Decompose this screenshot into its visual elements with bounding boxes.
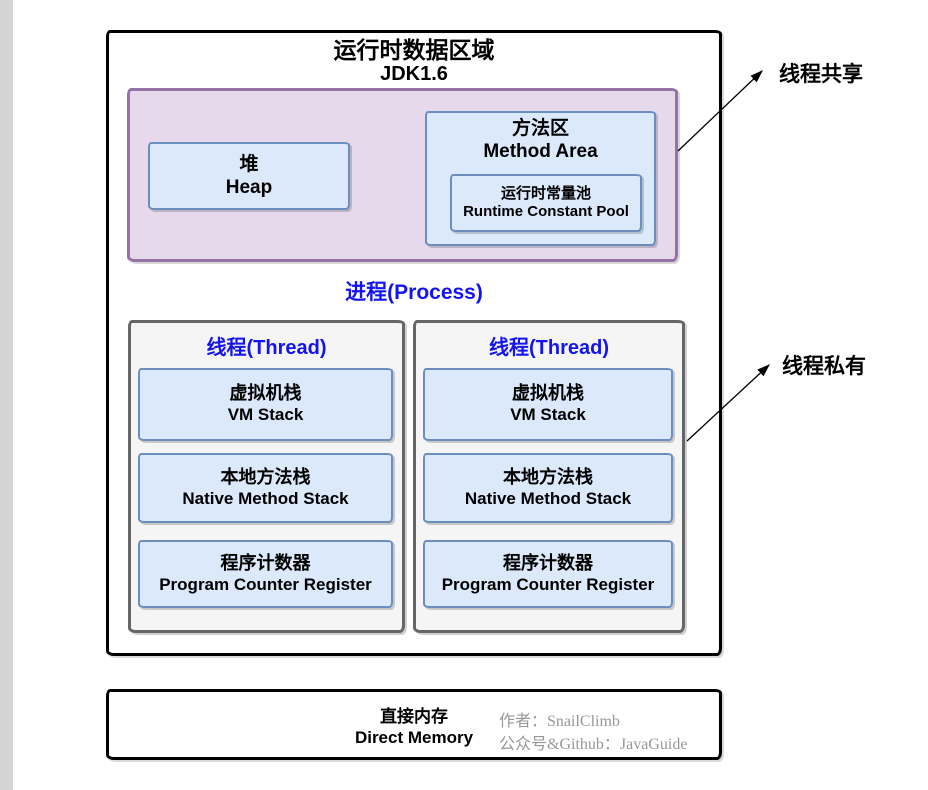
program-counter-label-en: Program Counter Register xyxy=(441,574,655,594)
thread-2-vm-stack-box: 虚拟机栈 VM Stack xyxy=(423,368,673,441)
native-method-stack-label-en: Native Method Stack xyxy=(464,488,632,508)
title-line1: 运行时数据区域 xyxy=(333,37,495,63)
watermark-author: 作者：SnailClimb xyxy=(499,713,620,730)
thread-1-program-counter-box: 程序计数器 Program Counter Register xyxy=(138,540,393,608)
thread-shared-label: 线程共享 xyxy=(779,63,863,86)
rcp-label-zh: 运行时常量池 xyxy=(500,184,591,202)
native-method-stack-label-zh: 本地方法栈 xyxy=(503,466,593,487)
thread-2-native-method-stack-box: 本地方法栈 Native Method Stack xyxy=(423,453,673,523)
method-area-label-en: Method Area xyxy=(483,141,598,163)
thread-2-program-counter-box: 程序计数器 Program Counter Register xyxy=(423,540,673,608)
watermark: 作者：SnailClimb 公众号&Github：JavaGuide xyxy=(499,710,687,756)
method-area-box: 方法区 Method Area 运行时常量池 Runtime Constant … xyxy=(425,111,656,246)
process-label: 进程(Process) xyxy=(345,281,483,304)
thread-shared-region: 堆 Heap 方法区 Method Area 运行时常量池 Runtime Co… xyxy=(127,88,678,262)
native-method-stack-label-zh: 本地方法栈 xyxy=(220,466,311,487)
program-counter-label-zh: 程序计数器 xyxy=(503,552,593,573)
thread-2-label: 线程(Thread) xyxy=(489,337,609,359)
vm-stack-label-zh: 虚拟机栈 xyxy=(512,383,584,404)
thread-private-label: 线程私有 xyxy=(782,355,866,378)
thread-box-2: 线程(Thread) 虚拟机栈 VM Stack 本地方法栈 Native Me… xyxy=(413,320,685,633)
program-counter-label-en: Program Counter Register xyxy=(159,574,372,594)
direct-memory-label-zh: 直接内存 xyxy=(380,707,448,726)
title-line2: JDK1.6 xyxy=(380,63,448,86)
program-counter-label-zh: 程序计数器 xyxy=(220,552,311,573)
vm-stack-label-zh: 虚拟机栈 xyxy=(229,383,302,404)
thread-1-label: 线程(Thread) xyxy=(206,337,327,359)
watermark-account: 公众号&Github：JavaGuide xyxy=(499,736,688,754)
runtime-data-area-box: 运行时数据区域 JDK1.6 堆 Heap 方法区 Method Area 运行… xyxy=(106,30,722,656)
direct-memory-label: 直接内存 Direct Memory xyxy=(109,706,719,749)
left-gutter xyxy=(0,0,13,790)
diagram-title: 运行时数据区域 JDK1.6 xyxy=(109,37,719,86)
vm-stack-label-en: VM Stack xyxy=(510,405,586,425)
thread-1-vm-stack-box: 虚拟机栈 VM Stack xyxy=(138,368,393,441)
thread-1-native-method-stack-box: 本地方法栈 Native Method Stack xyxy=(138,453,393,523)
direct-memory-box: 直接内存 Direct Memory 作者：SnailClimb 公众号&Git… xyxy=(106,689,722,760)
runtime-constant-pool-box: 运行时常量池 Runtime Constant Pool xyxy=(450,174,642,232)
heap-label-en: Heap xyxy=(225,177,273,198)
native-method-stack-label-en: Native Method Stack xyxy=(182,488,349,508)
heap-label-zh: 堆 xyxy=(239,153,259,175)
thread-box-1: 线程(Thread) 虚拟机栈 VM Stack 本地方法栈 Native Me… xyxy=(128,320,405,633)
heap-box: 堆 Heap xyxy=(148,142,350,210)
direct-memory-label-en: Direct Memory xyxy=(354,728,474,748)
rcp-label-en: Runtime Constant Pool xyxy=(463,203,629,220)
method-area-label-zh: 方法区 xyxy=(511,118,569,139)
vm-stack-label-en: VM Stack xyxy=(227,405,304,425)
